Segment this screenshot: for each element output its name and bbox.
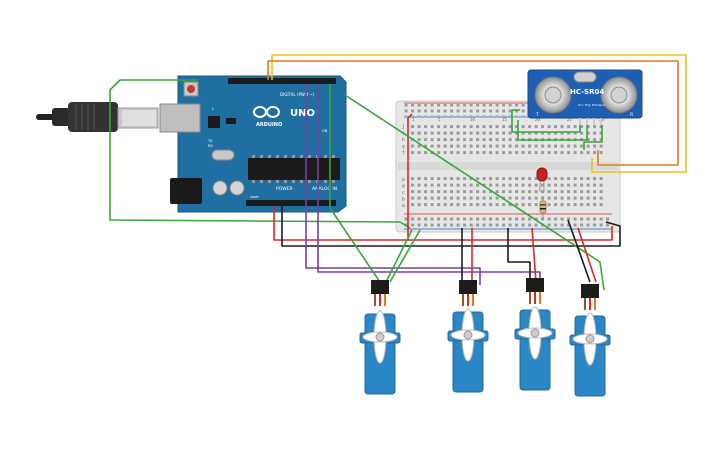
row-letter-h: h <box>402 137 405 143</box>
dc-power-jack <box>170 178 202 204</box>
sensor-model-label: HC-SR04 <box>570 88 604 96</box>
tx-label: TX <box>207 139 213 143</box>
wire-green-sensor-2 <box>517 120 588 141</box>
terminal-strip-bottom <box>410 175 606 208</box>
row-letter-b: b <box>402 197 405 203</box>
breadboard: j i h g f e d c b a 1 5 10 15 20 25 30 <box>395 100 621 233</box>
wire-green-servo-1c <box>389 229 421 283</box>
wire-red-servo-4 <box>577 227 597 283</box>
row-letter-c: c <box>402 191 405 196</box>
row-letter-j: j <box>402 124 405 130</box>
row-letter-f: f <box>402 150 405 156</box>
sensor-pin-gnd-label: Gnd <box>599 103 605 107</box>
usb-chip <box>208 116 220 128</box>
wire-green-servo-1 <box>329 84 381 283</box>
resistor <box>539 196 547 218</box>
bottom-power-rail <box>404 215 612 227</box>
column-number-15: 15 <box>502 117 507 122</box>
sensor-pin-vcc-label: Vcc <box>578 103 584 107</box>
row-letter-d: d <box>402 184 405 190</box>
servo-3 <box>514 278 556 391</box>
row-letter-g: g <box>402 145 405 150</box>
terminal-strip-top <box>410 122 606 155</box>
ioref-label: IOREF <box>250 195 259 199</box>
reset-button <box>187 85 195 93</box>
column-number-25: 25 <box>567 117 572 122</box>
sensor-pin-trig-label: Trig <box>584 103 590 107</box>
capacitor-1 <box>212 180 228 196</box>
red-led <box>536 167 548 192</box>
wire-black-servo-3 <box>507 228 531 282</box>
servo-2 <box>447 280 489 393</box>
wire-green-sensor-3 <box>583 125 603 150</box>
wire-red-servo-3 <box>531 227 537 283</box>
column-number-1: 1 <box>412 117 415 122</box>
wire-black-gnd <box>281 206 621 247</box>
wire-black-servo-4 <box>567 219 591 283</box>
rx-label: RX <box>208 144 213 148</box>
digital-label: DIGITAL (PWM ~) <box>280 92 315 97</box>
column-number-10: 10 <box>470 117 475 122</box>
sensor-crystal <box>573 71 597 83</box>
usb-cable <box>36 102 159 132</box>
row-letter-e: e <box>402 178 405 183</box>
wire-green-loop <box>109 79 411 229</box>
usb-b-port <box>159 103 201 133</box>
wire-red-rail <box>408 226 613 241</box>
servo-4 <box>569 284 611 397</box>
capacitor-2 <box>229 180 245 196</box>
sensor-r-mark: R <box>630 112 633 118</box>
row-letter-a: a <box>402 204 405 209</box>
digital-header <box>228 78 336 84</box>
wire-green-servo-1b <box>385 229 413 283</box>
arduino-logo <box>253 106 280 118</box>
ultrasonic-sensor: HC-SR04 T R Vcc Trig Echo Gnd <box>527 69 643 125</box>
wire-orange <box>267 60 679 166</box>
sensor-pin-echo-label: Echo <box>592 103 599 107</box>
arduino-uno-board: UNO ARDUINO DIGITAL (PWM ~) POWER ANALOG… <box>159 75 347 213</box>
wire-green-sensor-1 <box>511 109 581 133</box>
power-analog-header <box>246 200 336 206</box>
analog-label: ANALOG IN <box>312 186 337 192</box>
brand-label: ARDUINO <box>256 122 282 128</box>
model-label: UNO <box>290 108 315 119</box>
power-label: POWER <box>276 186 293 192</box>
sensor-t-mark: T <box>535 112 539 118</box>
on-led-label: ON <box>322 129 328 133</box>
column-number-5: 5 <box>438 117 441 122</box>
servo-1 <box>359 280 401 395</box>
wire-green-servo-4 <box>344 94 605 291</box>
wire-yellow <box>271 54 687 173</box>
l-led-label: L <box>212 107 214 111</box>
atmega-chip <box>248 158 340 180</box>
column-number-20: 20 <box>535 117 540 122</box>
crystal-oscillator <box>211 149 235 161</box>
